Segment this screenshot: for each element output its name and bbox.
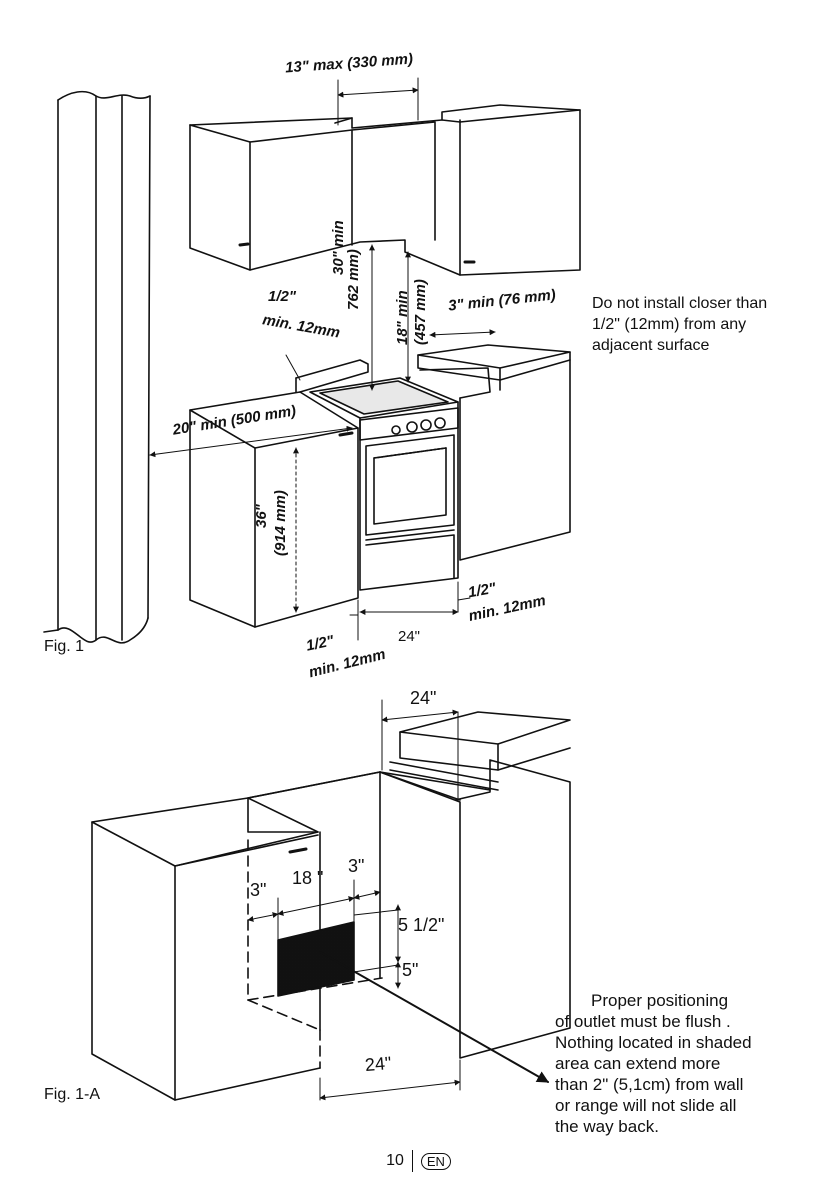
figure-1a-drawing [91,699,571,1101]
dim-18-mid: 18 " [292,868,324,888]
note-line: Proper positioning [591,991,729,1010]
fig1-note: Do not install closer than 1/2" (12mm) f… [592,295,768,354]
wall-column [43,90,151,644]
range-appliance [309,377,459,591]
dim-36: 36" [253,504,270,528]
dim-914-mm: (914 mm) [272,490,289,556]
dim-3-left: 3" [250,880,267,900]
page-footer: 10 EN [0,1150,837,1172]
dim-457-mm: (457 mm) [412,279,429,345]
footer-divider [411,1150,413,1172]
language-badge: EN [420,1152,451,1170]
dim-half-in-top: 1/2" [268,288,296,305]
fig1-dimension-lines [149,77,496,641]
dim-24-top-fig1a: 24" [410,688,437,708]
note-line: area can extend more [555,1054,721,1073]
dim-5: 5" [402,960,419,980]
dim-24-bottom-fig1a: 24" [364,1052,393,1076]
note-line: the way back. [555,1117,659,1136]
fig1a-caption: Fig. 1-A [44,1086,101,1103]
dim-762-mm: 762 mm) [345,249,362,310]
upper-cabinets [189,104,581,276]
note-line: Nothing located in shaded [555,1033,752,1052]
page-number: 10 [386,1152,404,1170]
note-line: or range will not slide all [555,1096,737,1115]
fig1a-note: Proper positioning of outlet must be flu… [555,990,815,1137]
note-line: of outlet must be flush . [555,1012,731,1031]
fig1-caption: Fig. 1 [44,638,85,655]
dim-24-fig1: 24" [398,628,421,645]
dim-5-half: 5 1/2" [398,915,445,935]
dim-18-min: 18" min [394,290,411,345]
note-line: than 2" (5,1cm) from wall [555,1075,744,1094]
dim-3-right: 3" [348,856,365,876]
